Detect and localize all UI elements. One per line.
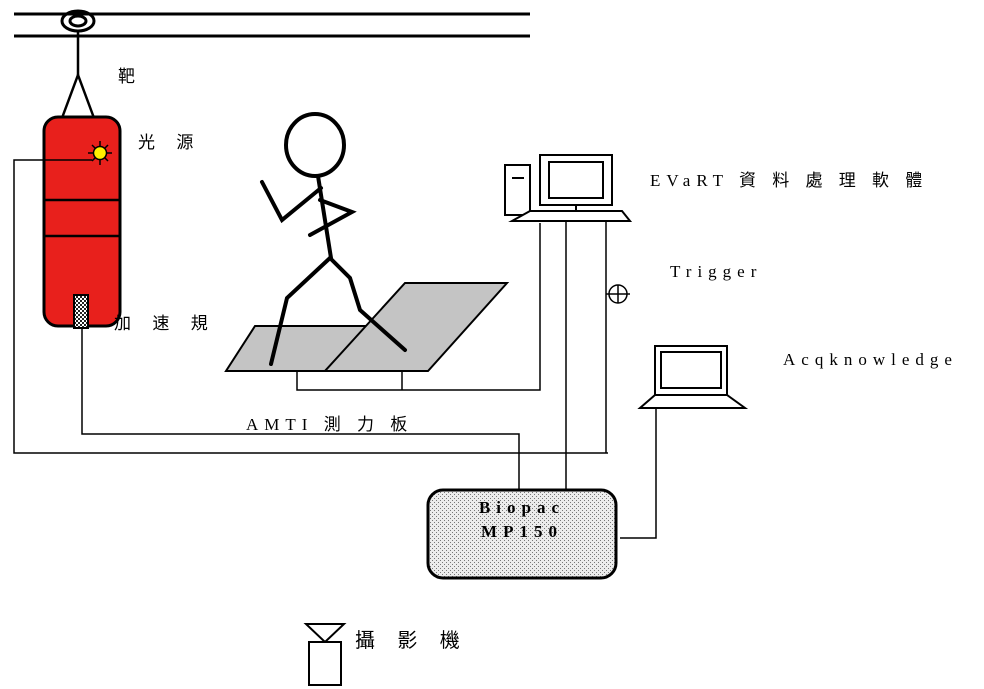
laptop-icon bbox=[637, 345, 749, 409]
force-plate bbox=[224, 282, 510, 372]
label-light-source: 光 源 bbox=[138, 133, 202, 153]
label-accelerometer: 加 速 規 bbox=[114, 314, 216, 334]
label-camera: 攝 影 機 bbox=[355, 628, 468, 652]
trigger-icon bbox=[606, 284, 630, 304]
label-force-plate: AMTI 測 力 板 bbox=[246, 415, 414, 434]
label-target: 靶 bbox=[118, 67, 143, 87]
biopac-label-line2: MP150 bbox=[481, 522, 563, 541]
biopac-box bbox=[426, 488, 618, 580]
stick-figure-runner bbox=[260, 112, 407, 366]
desktop-computer-icon bbox=[504, 154, 633, 222]
accelerometer-icon bbox=[73, 294, 89, 329]
hanging-rope bbox=[60, 31, 96, 119]
label-trigger: Trigger bbox=[670, 262, 763, 281]
camera-icon bbox=[303, 623, 347, 686]
ceiling-rail bbox=[14, 12, 530, 38]
label-evart-software: EVaRT 資 料 處 理 軟 體 bbox=[650, 171, 929, 190]
light-source-icon bbox=[88, 141, 112, 165]
label-acqknowledge: Acqknowledge bbox=[783, 350, 958, 369]
biopac-label-line1: Biopac bbox=[478, 498, 566, 517]
signal-cables bbox=[13, 159, 657, 539]
biopac-label: Biopac MP150 bbox=[428, 496, 616, 544]
